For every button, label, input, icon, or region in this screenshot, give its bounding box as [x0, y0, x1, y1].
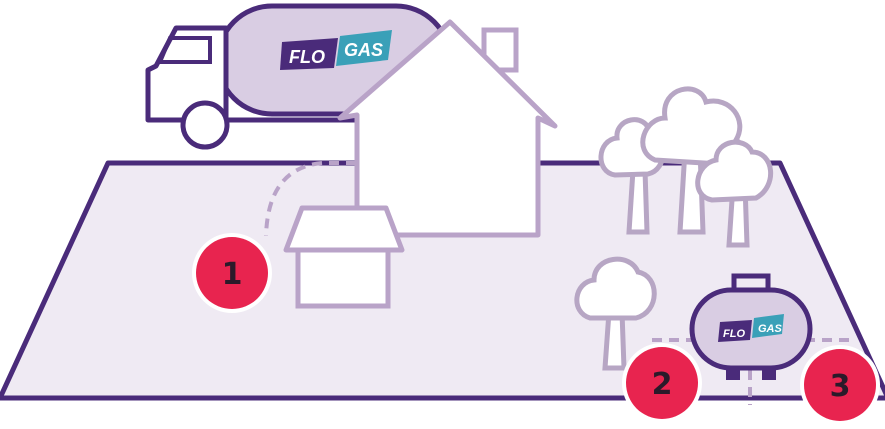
marker-1: 1: [192, 233, 272, 313]
tanker-logo-word2: GAS: [344, 40, 383, 60]
tank-logo-word2: GAS: [758, 323, 783, 335]
house-body: [337, 19, 558, 238]
marker-3: 3: [800, 345, 880, 425]
trees-back: [574, 86, 773, 371]
marker-2-label: 2: [652, 367, 673, 402]
tank-handle: [731, 273, 771, 292]
pipe-route-dashed: [264, 161, 356, 237]
property-ground: [0, 160, 885, 401]
gas-storage-tank: FLO GAS: [689, 273, 813, 380]
tanker-logo: FLO GAS: [280, 30, 392, 70]
tanker-window: [157, 36, 212, 64]
house: [337, 19, 558, 238]
marker-2: 2: [622, 343, 702, 423]
tanker-wheel: [180, 100, 230, 150]
tank-logo: FLO GAS: [718, 314, 784, 342]
tanker-logo-word1: FLO: [289, 47, 325, 67]
marker-3-label: 3: [830, 369, 851, 404]
outbuilding: [283, 205, 405, 309]
tank-logo-word1: FLO: [723, 328, 745, 340]
marker-1-label: 1: [222, 257, 243, 292]
